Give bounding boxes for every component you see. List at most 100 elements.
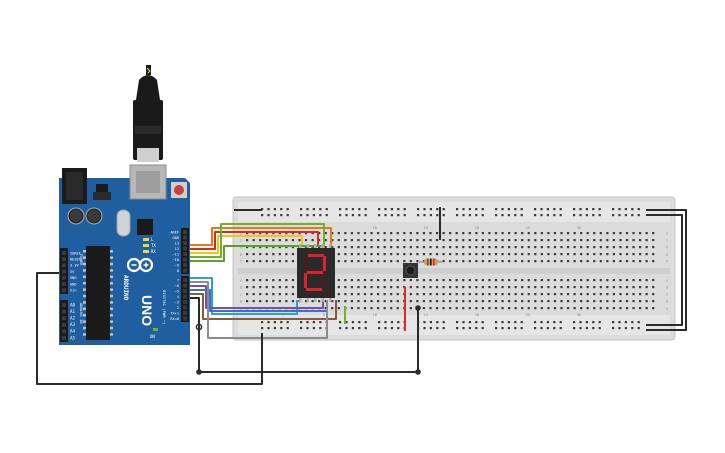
- breadboard-hole[interactable]: [475, 253, 478, 256]
- rail-hole[interactable]: [442, 208, 445, 211]
- breadboard-hole[interactable]: [534, 232, 537, 235]
- breadboard-hole[interactable]: [514, 293, 517, 296]
- rail-hole[interactable]: [598, 214, 601, 217]
- breadboard-hole[interactable]: [416, 286, 419, 289]
- rail-hole[interactable]: [573, 214, 576, 217]
- breadboard-hole[interactable]: [304, 232, 308, 235]
- breadboard-hole[interactable]: [619, 232, 622, 235]
- breadboard-hole[interactable]: [586, 239, 589, 242]
- breadboard-hole[interactable]: [560, 286, 563, 289]
- breadboard-hole[interactable]: [494, 286, 498, 289]
- rail-hole[interactable]: [436, 214, 439, 217]
- header-pin[interactable]: [183, 241, 187, 245]
- breadboard-hole[interactable]: [521, 293, 524, 296]
- breadboard-hole[interactable]: [324, 246, 327, 249]
- breadboard-hole[interactable]: [337, 307, 340, 310]
- breadboard-hole[interactable]: [599, 246, 602, 249]
- breadboard-hole[interactable]: [390, 279, 393, 282]
- rail-hole[interactable]: [520, 214, 523, 217]
- breadboard-hole[interactable]: [455, 246, 458, 249]
- rail-hole[interactable]: [273, 214, 276, 217]
- breadboard-hole[interactable]: [285, 246, 288, 249]
- header-pin[interactable]: [183, 278, 187, 282]
- breadboard-hole[interactable]: [246, 260, 249, 263]
- breadboard-hole[interactable]: [514, 286, 517, 289]
- breadboard-hole[interactable]: [560, 300, 563, 303]
- breadboard-hole[interactable]: [566, 286, 570, 289]
- header-pin[interactable]: [62, 257, 66, 262]
- breadboard-hole[interactable]: [599, 293, 602, 296]
- breadboard-hole[interactable]: [363, 260, 367, 263]
- rail-hole[interactable]: [378, 214, 381, 217]
- breadboard-hole[interactable]: [442, 293, 445, 296]
- breadboard-hole[interactable]: [449, 286, 452, 289]
- breadboard-hole[interactable]: [593, 260, 596, 263]
- rail-hole[interactable]: [585, 321, 588, 324]
- breadboard-hole[interactable]: [632, 279, 635, 282]
- breadboard-hole[interactable]: [462, 286, 465, 289]
- header-pin[interactable]: [183, 305, 187, 310]
- breadboard-hole[interactable]: [632, 307, 635, 310]
- breadboard-hole[interactable]: [514, 260, 517, 263]
- breadboard-hole[interactable]: [265, 239, 268, 242]
- breadboard-hole[interactable]: [331, 232, 334, 235]
- breadboard-hole[interactable]: [606, 286, 609, 289]
- breadboard-hole[interactable]: [639, 286, 642, 289]
- breadboard-hole[interactable]: [619, 307, 622, 310]
- breadboard-hole[interactable]: [422, 232, 426, 235]
- rail-hole[interactable]: [631, 327, 634, 330]
- rail-hole[interactable]: [624, 208, 627, 211]
- breadboard-hole[interactable]: [468, 239, 471, 242]
- breadboard-hole[interactable]: [403, 260, 406, 263]
- header-pin[interactable]: [62, 329, 66, 334]
- breadboard-hole[interactable]: [442, 260, 445, 263]
- breadboard-hole[interactable]: [488, 307, 491, 310]
- breadboard-hole[interactable]: [435, 253, 439, 256]
- breadboard-hole[interactable]: [422, 260, 426, 263]
- rail-hole[interactable]: [417, 214, 420, 217]
- breadboard-hole[interactable]: [390, 293, 393, 296]
- breadboard-hole[interactable]: [501, 239, 504, 242]
- breadboard-hole[interactable]: [409, 246, 412, 249]
- breadboard-hole[interactable]: [324, 239, 327, 242]
- rail-hole[interactable]: [573, 327, 576, 330]
- breadboard-hole[interactable]: [442, 286, 445, 289]
- breadboard-hole[interactable]: [455, 232, 458, 235]
- breadboard-hole[interactable]: [494, 260, 498, 263]
- breadboard-hole[interactable]: [586, 286, 589, 289]
- breadboard-hole[interactable]: [285, 253, 288, 256]
- breadboard-hole[interactable]: [285, 293, 288, 296]
- breadboard-hole[interactable]: [573, 307, 576, 310]
- breadboard-hole[interactable]: [350, 307, 353, 310]
- breadboard-hole[interactable]: [435, 307, 439, 310]
- rail-hole[interactable]: [325, 208, 328, 211]
- breadboard-hole[interactable]: [521, 246, 524, 249]
- breadboard-hole[interactable]: [416, 293, 419, 296]
- breadboard-hole[interactable]: [403, 239, 406, 242]
- breadboard-hole[interactable]: [639, 307, 642, 310]
- breadboard-hole[interactable]: [593, 279, 596, 282]
- rail-hole[interactable]: [403, 214, 406, 217]
- breadboard-hole[interactable]: [553, 300, 557, 303]
- breadboard-hole[interactable]: [593, 246, 596, 249]
- breadboard-hole[interactable]: [501, 293, 504, 296]
- breadboard-hole[interactable]: [527, 260, 530, 263]
- breadboard-hole[interactable]: [455, 307, 458, 310]
- breadboard-hole[interactable]: [612, 232, 615, 235]
- breadboard-hole[interactable]: [612, 293, 615, 296]
- rail-hole[interactable]: [384, 214, 387, 217]
- breadboard-hole[interactable]: [547, 253, 550, 256]
- breadboard-hole[interactable]: [350, 286, 353, 289]
- rail-hole[interactable]: [273, 321, 276, 324]
- breadboard-hole[interactable]: [481, 307, 484, 310]
- breadboard-hole[interactable]: [246, 279, 249, 282]
- breadboard-hole[interactable]: [580, 300, 583, 303]
- breadboard-hole[interactable]: [560, 246, 563, 249]
- breadboard-hole[interactable]: [494, 300, 498, 303]
- rail-hole[interactable]: [456, 208, 459, 211]
- header-pin[interactable]: [183, 289, 187, 293]
- breadboard-hole[interactable]: [462, 253, 465, 256]
- breadboard-hole[interactable]: [265, 300, 268, 303]
- rail-hole[interactable]: [345, 327, 348, 330]
- breadboard-hole[interactable]: [527, 279, 530, 282]
